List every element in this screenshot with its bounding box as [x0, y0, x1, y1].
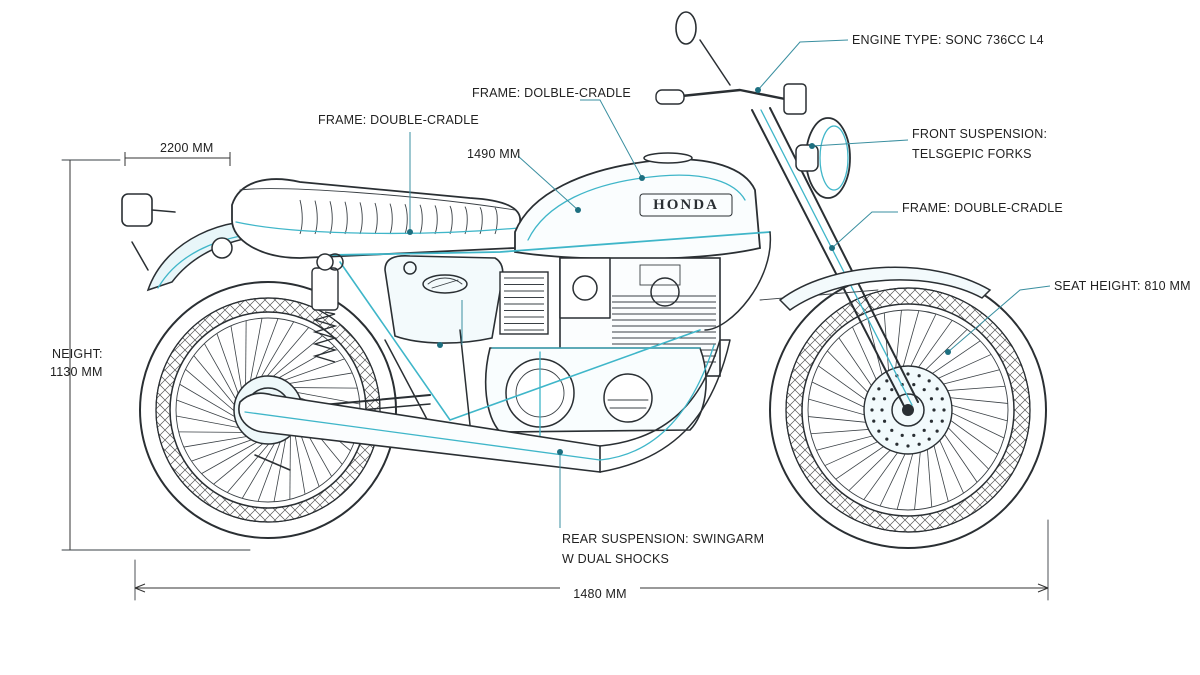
label-front-suspension-type: TELSGEPIC FORKS	[912, 147, 1032, 161]
disc-hole	[940, 397, 944, 401]
label-frame-left: FRAME: DOUBLE-CRADLE	[318, 113, 479, 127]
disc-hole	[872, 419, 876, 423]
seat-pleat	[374, 202, 378, 235]
disc-hole	[917, 442, 921, 446]
exhaust	[238, 339, 731, 473]
seat	[231, 178, 521, 259]
seat-pleat	[359, 202, 363, 235]
frame	[329, 231, 771, 426]
seat-pleat	[494, 207, 498, 235]
dimension-lines	[61, 152, 1049, 601]
disc-hole	[882, 419, 887, 423]
shock-spring	[312, 311, 338, 363]
seat-pleat	[404, 204, 408, 235]
disc-hole	[885, 379, 889, 383]
disc-hole	[935, 387, 939, 391]
disc-hole	[900, 433, 904, 437]
air-filter	[499, 271, 549, 335]
front-wheel	[769, 271, 1047, 549]
disc-hole	[877, 429, 881, 433]
side-cover	[384, 255, 504, 344]
disc-hole	[890, 388, 894, 392]
callout-labels: ENGINE TYPE: SONC 736cc L4 FRAME: DOLBLE…	[50, 33, 1191, 601]
label-overall-length: 1480 MM	[573, 587, 627, 601]
disc-hole	[942, 408, 946, 412]
headlight	[795, 117, 851, 199]
seat-pleat	[434, 205, 438, 235]
disc-hole	[880, 408, 884, 412]
label-height: NEIGHT:	[52, 347, 103, 361]
disc-hole	[912, 433, 916, 437]
disc-hole	[932, 408, 936, 412]
disc-hole	[895, 442, 899, 446]
label-dim-2200: 2200 MM	[160, 141, 214, 155]
disc-hole	[940, 419, 944, 423]
disc-hole	[927, 379, 931, 383]
disc-hole	[935, 429, 939, 433]
seat-pleat	[419, 204, 423, 235]
label-front-suspension: FRONT SUSPENSION:	[912, 127, 1047, 141]
disc-hole	[872, 397, 876, 401]
disc-hole	[906, 444, 910, 448]
disc-hole	[890, 428, 894, 432]
disc-hole	[870, 408, 874, 412]
air-filter-fins	[504, 277, 544, 331]
seat-pleat	[389, 203, 393, 235]
disc-hole	[929, 419, 934, 423]
leader-lines	[407, 39, 1051, 528]
disc-hole	[885, 437, 889, 441]
brand-logo: HONDA	[653, 197, 719, 213]
label-height-value: 1130 MM	[50, 365, 103, 379]
disc-hole	[877, 387, 881, 391]
disc-hole	[917, 374, 921, 378]
disc-hole	[922, 388, 926, 392]
label-dim-1490: 1490 MM	[467, 147, 521, 161]
disc-hole	[922, 428, 926, 432]
label-frame-top: FRAME: DOLBLE-CRADLE	[472, 86, 631, 100]
label-frame-right: FRAME: DOUBLE-CRADLE	[902, 201, 1063, 215]
label-rear-suspension: REAR SUSPENSION: SWINGARM	[562, 532, 764, 546]
label-rear-suspension-type: W DUAL SHOCKS	[562, 552, 669, 566]
seat-pleats	[299, 199, 498, 235]
disc-hole	[929, 397, 934, 401]
seat-pleat	[344, 201, 348, 235]
spring-coil	[312, 311, 338, 363]
handlebars	[655, 11, 807, 115]
label-seat-height: SEAT HEIGHT: 810 MM	[1054, 279, 1191, 293]
disc-hole	[906, 372, 910, 376]
rear-shock	[311, 253, 344, 363]
front-fender	[778, 266, 992, 311]
engine	[484, 257, 721, 441]
disc-hole	[882, 397, 887, 401]
disc-hole	[927, 437, 931, 441]
disc-hole	[912, 383, 916, 387]
label-engine-type: ENGINE TYPE: SONC 736cc L4	[852, 33, 1044, 47]
seat-pleat	[299, 199, 303, 235]
seat-pleat	[479, 206, 483, 235]
